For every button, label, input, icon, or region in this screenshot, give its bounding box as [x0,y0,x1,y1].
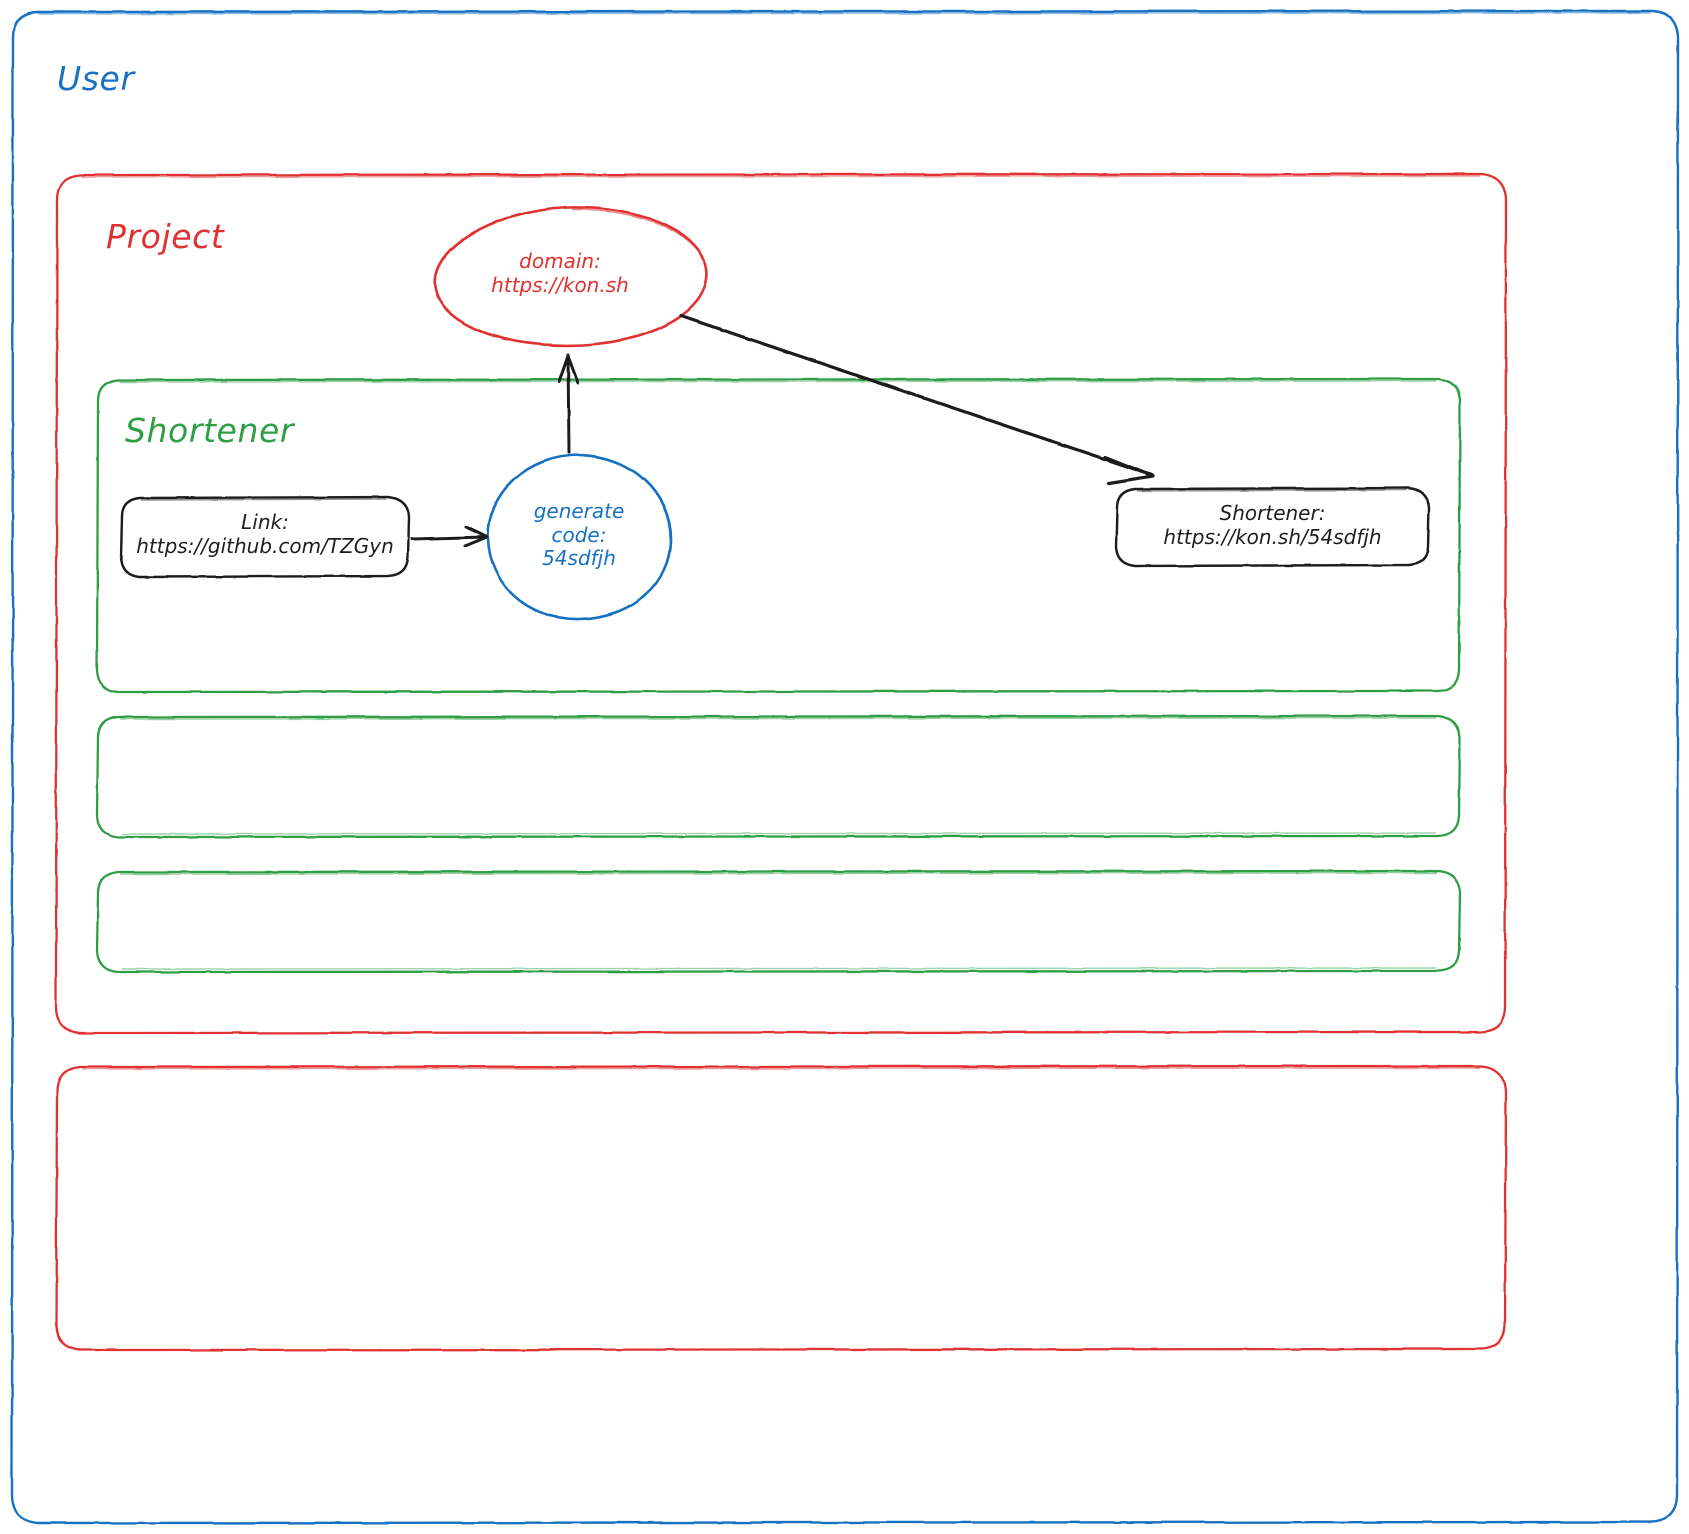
arrow-link-to-generate [410,525,489,548]
node-generate-code-circle[interactable] [486,453,673,621]
group-frame-project-1[interactable] [54,172,1508,1035]
group-frame-project-2[interactable] [54,1064,1508,1352]
node-domain-ellipse[interactable] [433,205,709,347]
group-frame-user[interactable] [10,9,1680,1525]
group-frame-shortener-1[interactable] [95,377,1462,694]
arrow-generate-to-domain [557,353,580,454]
group-frame-shortener-2[interactable] [95,714,1462,839]
node-shortener-result-box[interactable] [1114,486,1431,568]
group-frame-shortener-3[interactable] [95,869,1462,974]
node-link-box[interactable] [119,495,411,579]
arrow-domain-to-result [679,314,1155,485]
